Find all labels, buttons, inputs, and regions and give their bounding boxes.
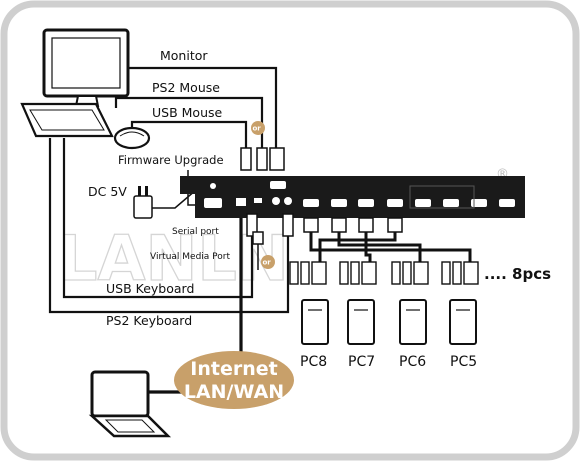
pc8-plug-b bbox=[300, 261, 310, 285]
virtual-media-plug bbox=[252, 231, 264, 245]
pc5-plug-a bbox=[441, 261, 451, 285]
pc-port-3 bbox=[358, 199, 374, 207]
usb-mouse-plug bbox=[240, 147, 252, 171]
mouse bbox=[113, 126, 151, 150]
pc-port-7 bbox=[471, 199, 487, 207]
internet-bubble bbox=[174, 351, 294, 409]
mouse-button-line bbox=[119, 131, 145, 137]
pc-port-4 bbox=[387, 199, 403, 207]
pc6-plug-c bbox=[413, 261, 429, 285]
pc-plug-groups bbox=[289, 261, 479, 285]
power-adapter bbox=[133, 186, 153, 219]
lan-port bbox=[236, 198, 246, 206]
ps2-mouse-plug bbox=[256, 147, 268, 171]
pc-cable-4 bbox=[318, 232, 397, 262]
usb-mouse-cable bbox=[130, 120, 248, 150]
pc-towers bbox=[301, 299, 477, 345]
switch-pc-plugs bbox=[303, 217, 403, 233]
vga-console-port bbox=[270, 181, 286, 189]
or-badge-mouse-text: or bbox=[253, 125, 262, 133]
pc5-label: PC5 bbox=[450, 354, 477, 370]
switch-plug-4 bbox=[387, 217, 403, 233]
vga-plug bbox=[269, 147, 285, 171]
ps2-keyboard-label: PS2 Keyboard bbox=[106, 313, 192, 328]
monitor-cable bbox=[128, 66, 278, 150]
usb-keyboard-plug bbox=[246, 213, 258, 237]
pc5-plug-b bbox=[452, 261, 462, 285]
pc6-plug-a bbox=[391, 261, 401, 285]
switch-plug-1 bbox=[303, 217, 319, 233]
usb-mouse-label: USB Mouse bbox=[152, 105, 223, 120]
virtual-media-port-label: Virtual Media Port bbox=[150, 252, 230, 262]
pc-port-8 bbox=[499, 199, 515, 207]
pc7-tower bbox=[347, 299, 375, 345]
ps2-keyboard-cable bbox=[48, 138, 290, 314]
pc6-plug-b bbox=[402, 261, 412, 285]
keyboard bbox=[20, 102, 114, 138]
pc7-plug-c bbox=[361, 261, 377, 285]
dc-5v-label: DC 5V bbox=[88, 184, 127, 199]
pc8-label: PC8 bbox=[300, 354, 327, 370]
pc-cables bbox=[309, 232, 472, 262]
pc8-tower bbox=[301, 299, 329, 345]
adapter-pin-1 bbox=[138, 186, 141, 196]
ps2-console-port-2 bbox=[284, 197, 292, 205]
pc-cable-3 bbox=[364, 232, 372, 262]
keyboard-plugs bbox=[246, 213, 294, 245]
monitor bbox=[42, 28, 130, 107]
or-badge-mouse bbox=[251, 121, 265, 135]
keyboard-keys bbox=[29, 109, 105, 131]
firmware-upgrade-label: Firmware Upgrade bbox=[118, 153, 224, 167]
serial-port-label: Serial port bbox=[172, 227, 219, 237]
pc-port-1 bbox=[303, 199, 319, 207]
ps2-keyboard-plug bbox=[282, 213, 294, 237]
kvm-switch bbox=[180, 176, 525, 218]
switch-front-panel bbox=[180, 176, 525, 194]
pc-port-2 bbox=[331, 199, 347, 207]
switch-panel-outline bbox=[409, 185, 475, 209]
power-socket bbox=[210, 183, 216, 189]
console-plugs bbox=[240, 147, 285, 171]
pc-cable-2 bbox=[337, 232, 422, 262]
laptop bbox=[88, 370, 172, 438]
usb-console-port bbox=[254, 198, 262, 203]
adapter-pin-2 bbox=[145, 186, 148, 196]
pc6-tower bbox=[399, 299, 427, 345]
usb-keyboard-label: USB Keyboard bbox=[106, 281, 194, 296]
mouse-body bbox=[113, 126, 151, 150]
pc8-plug-a bbox=[289, 261, 299, 285]
ps2-mouse-label: PS2 Mouse bbox=[152, 80, 220, 95]
ps2-console-port-1 bbox=[272, 197, 280, 205]
pc-port-6 bbox=[443, 199, 459, 207]
laptop-screen bbox=[90, 370, 150, 418]
adapter-body bbox=[133, 195, 153, 219]
pc5-tower bbox=[449, 299, 477, 345]
pcs-count-label: .... 8pcs bbox=[484, 265, 551, 283]
laptop-keyboard bbox=[104, 419, 156, 433]
pc6-label: PC6 bbox=[399, 354, 426, 370]
serial-port bbox=[204, 198, 222, 208]
monitor-label: Monitor bbox=[160, 48, 208, 63]
pc7-plug-a bbox=[339, 261, 349, 285]
usb-keyboard-cable bbox=[62, 138, 254, 299]
or-badge-keyboard-text: or bbox=[263, 259, 272, 267]
or-badge-keyboard bbox=[261, 255, 275, 269]
internet-label: Internet bbox=[190, 358, 277, 380]
pc7-plug-b bbox=[350, 261, 360, 285]
pc8-plug-c bbox=[311, 261, 327, 285]
power-cable bbox=[152, 189, 197, 209]
pc5-plug-c bbox=[463, 261, 479, 285]
pc-cable-1 bbox=[309, 232, 472, 262]
lan-wan-label: LAN/WAN bbox=[184, 381, 284, 403]
pc-port-5 bbox=[415, 199, 431, 207]
or-badges: or or bbox=[251, 121, 275, 269]
monitor-screen bbox=[51, 37, 121, 89]
pc7-label: PC7 bbox=[348, 354, 375, 370]
switch-plug-2 bbox=[331, 217, 347, 233]
switch-plug-3 bbox=[358, 217, 374, 233]
